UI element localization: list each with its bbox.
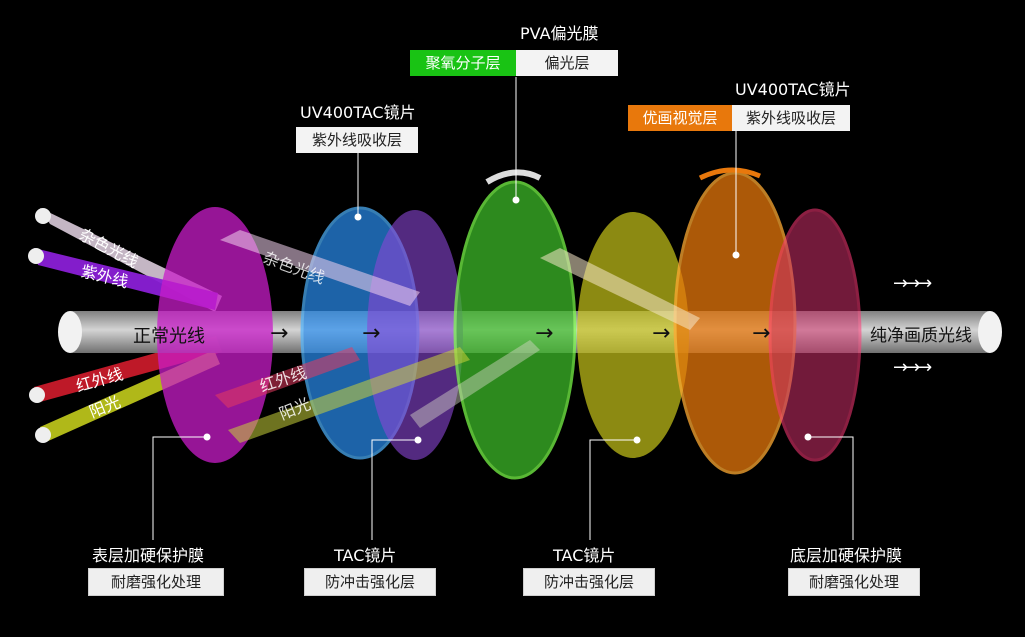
flow-arrow: → bbox=[752, 321, 770, 346]
lens-7 bbox=[768, 208, 862, 462]
output-arrows-bottom: →→→ bbox=[893, 357, 932, 378]
bottom-2-title: TAC镜片 bbox=[334, 546, 397, 565]
bottom-2-box: 防冲击强化层 bbox=[304, 568, 436, 596]
bottom-4-title: 底层加硬保护膜 bbox=[790, 546, 903, 565]
bottom-1-title: 表层加硬保护膜 bbox=[92, 546, 205, 565]
uv-left-title: UV400TAC镜片 bbox=[300, 103, 416, 122]
flow-arrow: → bbox=[652, 321, 670, 346]
lens-stack bbox=[157, 167, 862, 480]
output-arrows-top: →→→ bbox=[893, 273, 932, 294]
flow-arrow: → bbox=[270, 321, 288, 346]
pointer-lines bbox=[152, 77, 854, 540]
uv-left-box: 紫外线吸收层 bbox=[296, 127, 418, 153]
inner-beams bbox=[215, 230, 700, 443]
lens-5 bbox=[577, 212, 689, 458]
pva-left-box: 聚氧分子层 bbox=[410, 50, 516, 76]
bottom-4-box: 耐磨强化处理 bbox=[788, 568, 920, 596]
flow-arrow: → bbox=[535, 321, 553, 346]
lens-3 bbox=[367, 210, 463, 460]
uv-right-title: UV400TAC镜片 bbox=[735, 80, 851, 99]
flow-arrow: → bbox=[362, 321, 380, 346]
pva-right-box: 偏光层 bbox=[516, 50, 618, 76]
flow-arrows: → → → → → bbox=[270, 321, 770, 346]
uv-right-left-box: 优画视觉层 bbox=[628, 105, 732, 131]
bottom-3-title: TAC镜片 bbox=[553, 546, 616, 565]
uv-right-right-box: 紫外线吸收层 bbox=[732, 105, 850, 131]
bottom-3-box: 防冲击强化层 bbox=[523, 568, 655, 596]
normal-light-label: 正常光线 bbox=[133, 326, 205, 347]
pva-title: PVA偏光膜 bbox=[520, 24, 599, 43]
lens-4 bbox=[453, 180, 577, 480]
sunlight-label: 阳光 bbox=[86, 392, 123, 422]
lens-6-highlight bbox=[698, 167, 761, 181]
output-light-label: 纯净画质光线 bbox=[870, 326, 972, 346]
bottom-1-box: 耐磨强化处理 bbox=[88, 568, 224, 596]
lens-4-highlight bbox=[485, 169, 542, 185]
pointer-dots bbox=[203, 196, 812, 444]
